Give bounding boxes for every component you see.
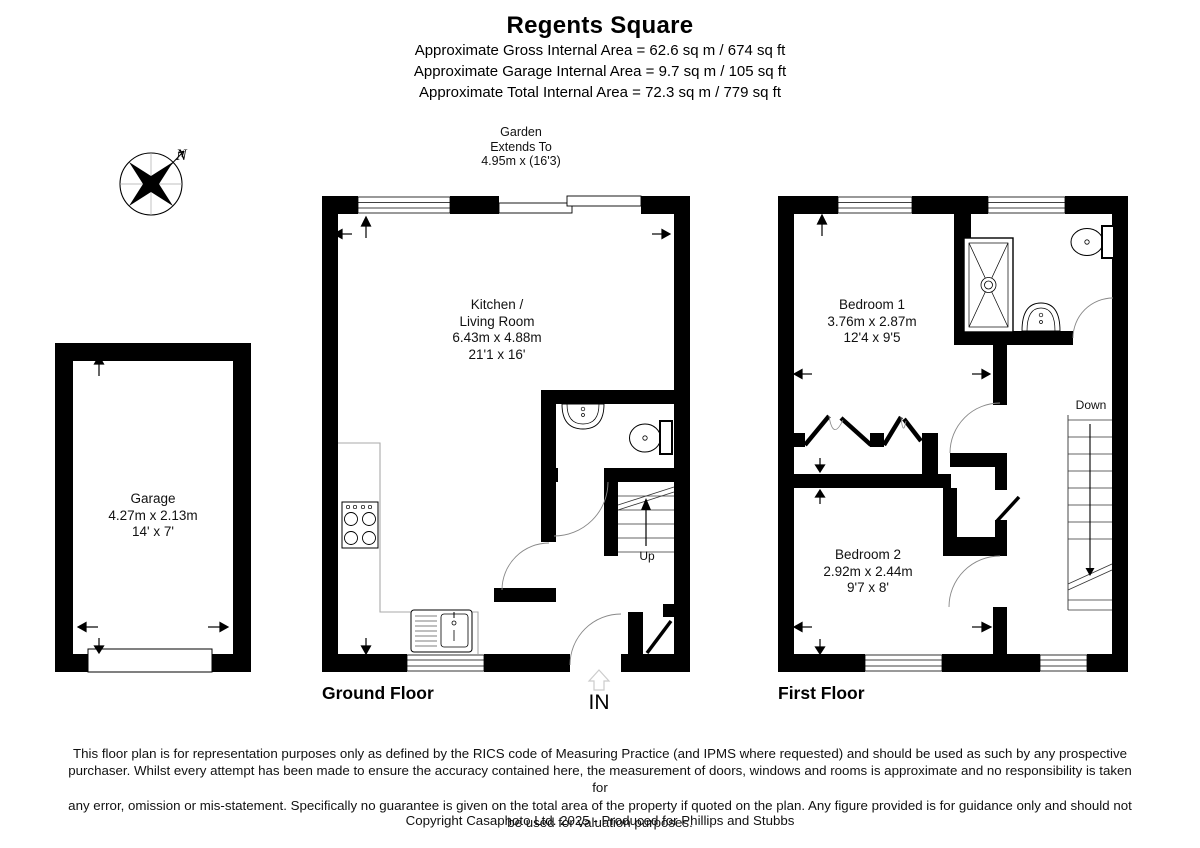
basin-icon xyxy=(561,403,605,430)
copyright-text: Copyright Casaphoto Ltd. 2025 - Produced… xyxy=(405,813,795,828)
ground-floor-windows xyxy=(357,196,485,672)
bedroom2-label: Bedroom 2 2.92m x 2.44m 9'7 x 8' xyxy=(793,547,943,597)
basin-icon-ff xyxy=(1021,302,1061,332)
disclaimer-text: This floor plan is for representation pu… xyxy=(60,745,1140,831)
ground-floor-dimension-arrows xyxy=(332,215,672,656)
stairs-down-label: Down xyxy=(1075,398,1107,412)
first-floor-walls xyxy=(778,196,1128,672)
bathroom-door-arc-ff xyxy=(1072,297,1114,339)
garage-dims-m: 4.27m x 2.13m xyxy=(108,507,198,523)
ground-floor-door-arcs xyxy=(501,481,622,666)
disclaimer-line3: any error, omission or mis-statement. Sp… xyxy=(68,797,1132,813)
bedroom1-dims-m: 3.76m x 2.87m xyxy=(827,313,917,329)
garden-note-line1: Garden xyxy=(500,125,542,139)
first-floor-label: First Floor xyxy=(778,683,865,703)
garden-note-line3: 4.95m x (16'3) xyxy=(481,154,561,168)
disclaimer-line1: This floor plan is for representation pu… xyxy=(73,746,1127,761)
page-title: Regents Square xyxy=(506,12,694,39)
bathroom-door-arc xyxy=(553,481,609,537)
ground-floor-label: Ground Floor xyxy=(322,683,434,703)
bedroom1-name: Bedroom 1 xyxy=(838,297,906,312)
garage-door xyxy=(87,648,213,673)
toilet-icon xyxy=(629,420,673,455)
bedroom1-label: Bedroom 1 3.76m x 2.87m 12'4 x 9'5 xyxy=(797,297,947,347)
cupboard-door-leaf xyxy=(995,495,1021,523)
stairs-down xyxy=(1067,415,1113,611)
shower-icon xyxy=(963,237,1014,333)
garden-note: Garden Extends To 4.95m x (16'3) xyxy=(446,125,596,169)
entrance-in-arrow-icon xyxy=(587,669,611,691)
bedroom2-dims-ft: 9'7 x 8' xyxy=(847,580,889,595)
first-floor-windows xyxy=(837,196,1088,672)
kitchen-sink-icon xyxy=(410,609,473,653)
ground-floor-plan xyxy=(322,195,690,691)
first-floor-door-arcs xyxy=(948,297,1114,608)
bedroom2-dims-m: 2.92m x 2.44m xyxy=(823,563,913,579)
garage-dims-ft: 14' x 7' xyxy=(132,524,174,539)
garage-label: Garage 4.27m x 2.13m 14' x 7' xyxy=(78,491,228,541)
garden-note-line2: Extends To xyxy=(490,139,552,154)
bedroom2-name: Bedroom 2 xyxy=(834,547,902,562)
patio-door xyxy=(498,195,642,214)
entrance-in-label: IN xyxy=(588,691,610,714)
kitchen-living-dims-ft: 21'1 x 16' xyxy=(468,346,526,362)
bedroom2-door-arc xyxy=(948,555,1001,608)
bedroom1-door-arc xyxy=(949,402,1001,454)
ground-floor-walls xyxy=(322,196,690,672)
compass-icon xyxy=(119,150,185,216)
kitchen-counter xyxy=(338,442,479,654)
stairs-up-label: Up xyxy=(639,549,655,563)
first-floor-plan xyxy=(778,196,1128,672)
kitchen-door-arc xyxy=(501,542,550,591)
stove-icon xyxy=(341,501,379,549)
disclaimer-line2: purchaser. Whilst every attempt has been… xyxy=(68,763,1132,796)
kitchen-living-name1: Kitchen / xyxy=(470,297,524,312)
area-summary: Approximate Gross Internal Area = 62.6 s… xyxy=(0,40,1200,103)
garage-plan xyxy=(55,343,251,673)
kitchen-living-dims-m: 6.43m x 4.88m xyxy=(452,330,542,345)
garage-area-line: Approximate Garage Internal Area = 9.7 s… xyxy=(413,63,787,80)
closet-door-leaf xyxy=(645,619,673,655)
compass-north-label: N xyxy=(176,147,187,164)
gross-area-line: Approximate Gross Internal Area = 62.6 s… xyxy=(414,42,786,59)
garage-dimension-arrows xyxy=(76,354,230,655)
kitchen-living-name2: Living Room xyxy=(459,313,535,329)
stairs-up xyxy=(617,486,675,553)
first-floor-dimension-arrows xyxy=(792,213,993,656)
toilet-icon-ff xyxy=(1070,225,1115,259)
entrance-door-arc xyxy=(569,613,622,666)
garage-name: Garage xyxy=(130,491,176,506)
total-area-line: Approximate Total Internal Area = 72.3 s… xyxy=(418,84,781,101)
disclaimer-line4: be used for valuation purposes. xyxy=(507,814,693,830)
kitchen-living-label: Kitchen / Living Room 6.43m x 4.88m 21'1… xyxy=(422,297,572,363)
wardrobe-bifold-doors xyxy=(803,414,923,447)
bedroom1-dims-ft: 12'4 x 9'5 xyxy=(843,330,901,345)
